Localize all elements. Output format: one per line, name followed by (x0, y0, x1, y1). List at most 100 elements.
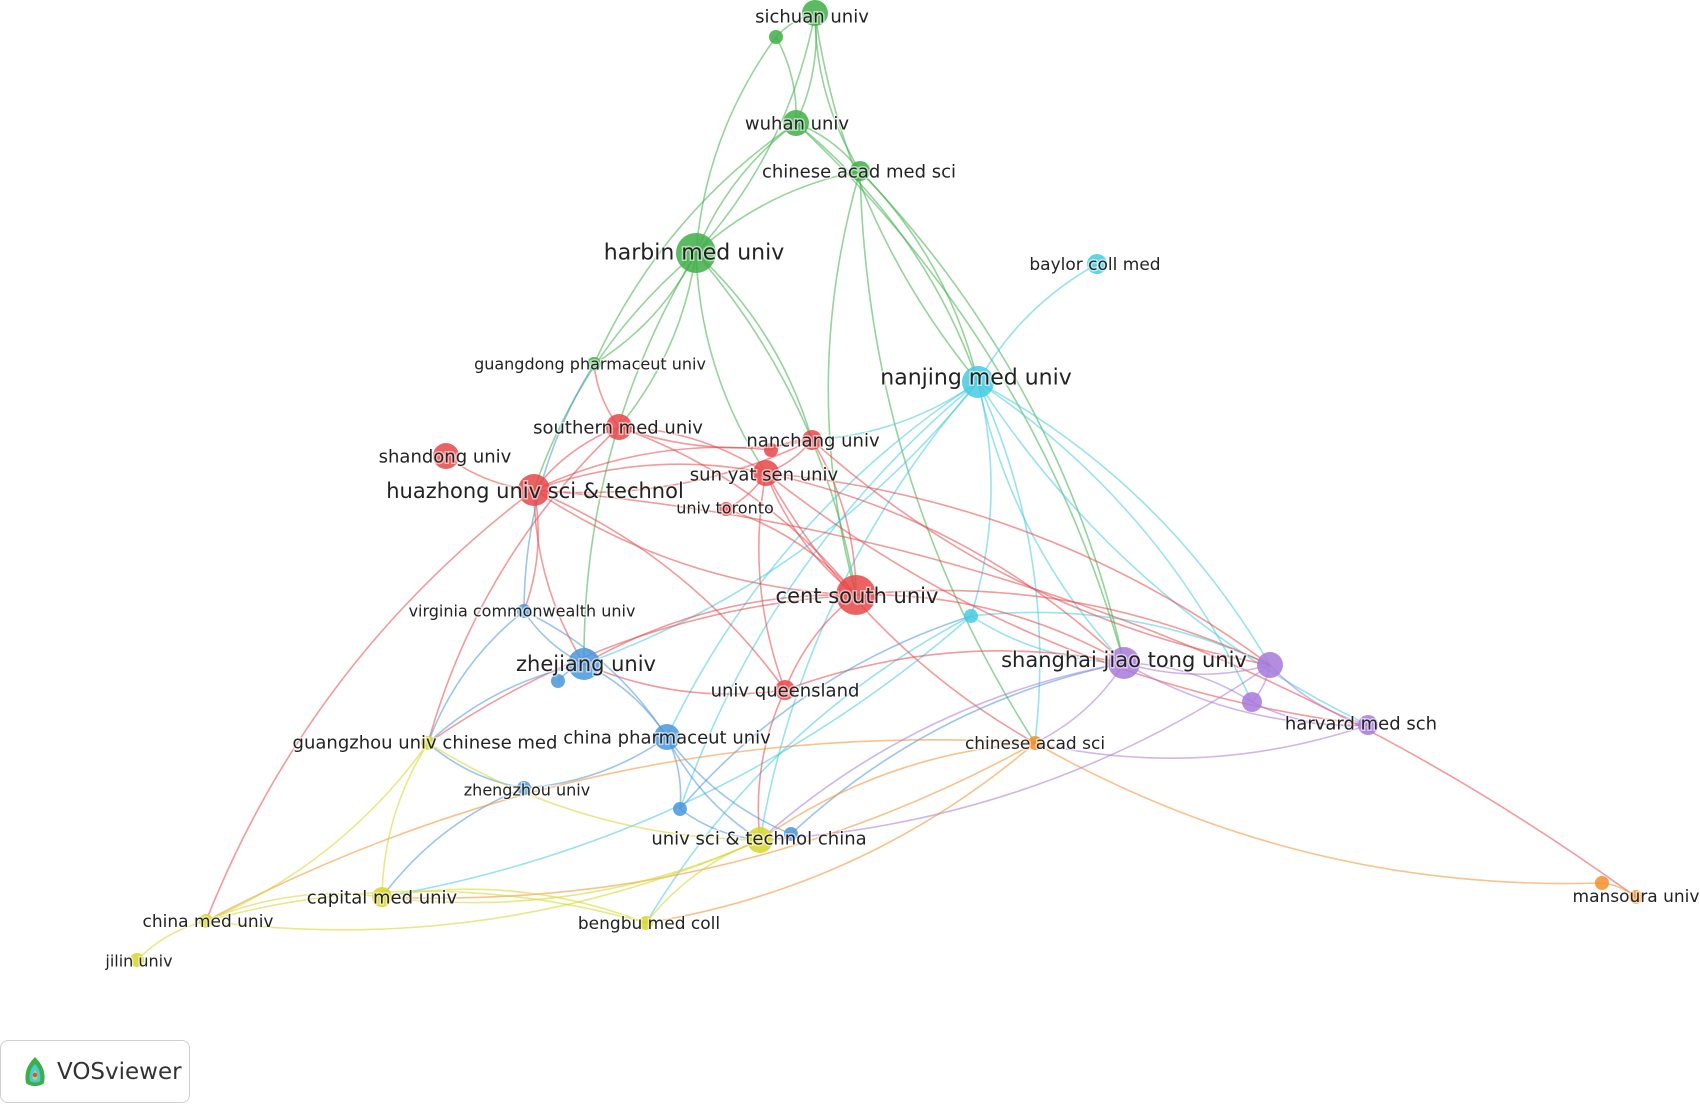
label-shanghai[interactable]: shanghai jiao tong univ (1000, 647, 1249, 674)
vosviewer-logo-text: VOSviewer (57, 1058, 182, 1085)
link-southern_med-guangzhou_cm (427, 426, 620, 744)
node-cyan-small[interactable] (964, 609, 978, 623)
node-sun-yat-sen[interactable] (753, 460, 779, 486)
label-china-med[interactable]: china med univ (141, 911, 275, 934)
node-cent-south[interactable] (836, 575, 876, 615)
node-virginia[interactable] (517, 604, 531, 618)
node-blue-small-b[interactable] (673, 802, 687, 816)
label-zhejiang[interactable]: zhejiang univ (515, 651, 658, 678)
label-sun-yat-sen[interactable]: sun yat sen univ (688, 463, 840, 487)
label-nanjing[interactable]: nanjing med univ (879, 364, 1073, 392)
vosviewer-logo: VOSviewer (0, 1040, 190, 1103)
node-red-small[interactable] (764, 443, 778, 457)
node-bengbu[interactable] (639, 916, 653, 930)
node-blue-small-a[interactable] (551, 674, 565, 688)
node-mansoura[interactable] (1629, 890, 1643, 904)
link-blue_small_c-shanghai (790, 662, 1125, 835)
link-queensland-shanghai (784, 650, 1125, 691)
node-blue-small-c[interactable] (784, 827, 798, 841)
label-sichuan[interactable]: sichuan univ (754, 5, 871, 29)
node-southern-med[interactable] (606, 414, 632, 440)
node-purple-small[interactable] (1242, 692, 1262, 712)
node-queensland[interactable] (775, 680, 795, 700)
label-capital[interactable]: capital med univ (305, 886, 459, 910)
node-harvard[interactable] (1358, 715, 1378, 735)
link-sun_yat_sen-chinese_acad_sci (765, 472, 1036, 744)
node-guangdong-pharm[interactable] (587, 357, 601, 371)
label-ustc[interactable]: univ sci & technol china (650, 827, 868, 851)
node-shanghai[interactable] (1108, 647, 1140, 679)
node-toronto[interactable] (719, 502, 733, 516)
vosviewer-logo-icon (25, 1056, 45, 1086)
label-bengbu[interactable]: bengbu med coll (576, 913, 721, 936)
link-harbin-guangdong_pharm (593, 252, 697, 365)
link-virginia-guangzhou_cm (427, 610, 525, 744)
link-sichuan-nanjing (814, 12, 979, 383)
node-china-med[interactable] (199, 914, 213, 928)
label-zhengzhou[interactable]: zhengzhou univ (462, 779, 591, 801)
label-guangzhou-cm[interactable]: guangzhou univ chinese med (291, 731, 559, 755)
link-nanjing-harvard (977, 381, 1369, 726)
link-nanjing-shanghai (977, 381, 1125, 664)
link-china_pharm-ustc (666, 736, 761, 841)
node-harbin[interactable] (676, 233, 716, 273)
label-chinese-acad-sci[interactable]: chinese acad sci (963, 733, 1106, 756)
label-virginia[interactable]: virginia commonwealth univ (407, 600, 637, 622)
node-jilin[interactable] (130, 953, 144, 967)
link-chinese_acad_med-harbin (695, 170, 861, 254)
label-wuhan[interactable]: wuhan univ (743, 112, 851, 136)
link-chinese_acad_med-chinese_acad_sci (859, 170, 1036, 744)
link-sun_yat_sen-shanghai (765, 472, 1125, 664)
label-harvard[interactable]: harvard med sch (1283, 712, 1438, 736)
label-chinese-acad-med[interactable]: chinese acad med sci (760, 160, 957, 184)
node-zhengzhou[interactable] (517, 781, 531, 795)
label-china-pharm[interactable]: china pharmaceut univ (562, 726, 773, 750)
link-chinese_acad_med-cent_south (827, 170, 861, 596)
link-shanghai-purple_big (1123, 662, 1271, 676)
label-shandong[interactable]: shandong univ (377, 445, 513, 469)
node-chinese-acad-med[interactable] (850, 161, 870, 181)
node-baylor[interactable] (1087, 254, 1107, 274)
label-toronto[interactable]: univ toronto (675, 497, 776, 519)
label-jilin[interactable]: jilin univ (103, 950, 174, 972)
link-sun_yat_sen-harvard (765, 472, 1369, 726)
link-ustc-china_med (205, 839, 761, 931)
link-chinese_acad_sci-bengbu (645, 742, 1036, 924)
link-blue_small_b-cyan_small (679, 615, 972, 810)
node-purple-big[interactable] (1257, 652, 1283, 678)
node-zhejiang[interactable] (568, 648, 600, 680)
node-shandong[interactable] (433, 443, 459, 469)
link-nanjing-cyan_small (970, 381, 992, 617)
link-china_pharm-zhengzhou (523, 736, 668, 789)
node-guangzhou-cm[interactable] (421, 736, 435, 750)
link-shanghai-ustc (759, 662, 1125, 841)
link-huazhong-nanchang (533, 439, 813, 494)
node-chinese-acad-sci[interactable] (1028, 736, 1042, 750)
label-nanchang[interactable]: nanchang univ (745, 429, 882, 453)
label-baylor[interactable]: baylor coll med (1028, 254, 1162, 277)
label-cent-south[interactable]: cent south univ (774, 583, 940, 610)
node-nanjing[interactable] (962, 366, 994, 398)
link-harbin-zhejiang (583, 252, 697, 665)
link-chinese_acad_sci-ustc (759, 742, 1036, 841)
label-harbin[interactable]: harbin med univ (602, 239, 785, 267)
label-mansoura[interactable]: mansoura univ (1571, 886, 1700, 909)
node-huazhong[interactable] (518, 474, 550, 506)
label-queensland[interactable]: univ queensland (709, 679, 861, 703)
node-green-small[interactable] (769, 30, 783, 44)
node-capital[interactable] (372, 887, 392, 907)
node-orange-small[interactable] (1595, 876, 1609, 890)
node-sichuan[interactable] (802, 0, 828, 26)
node-wuhan[interactable] (783, 110, 809, 136)
node-china-pharm[interactable] (654, 724, 680, 750)
link-shanghai-chinese_acad_sci (1034, 662, 1125, 744)
label-southern-med[interactable]: southern med univ (532, 416, 705, 440)
link-guangzhou_cm-china_med (205, 742, 429, 922)
label-huazhong[interactable]: huazhong univ sci & technol (385, 478, 686, 505)
node-ustc[interactable] (747, 827, 773, 853)
label-guangdong-pharm[interactable]: guangdong pharmaceut univ (473, 353, 708, 375)
link-huazhong-queensland (533, 489, 786, 691)
node-nanchang[interactable] (802, 430, 822, 450)
link-queensland-ustc (757, 689, 786, 841)
